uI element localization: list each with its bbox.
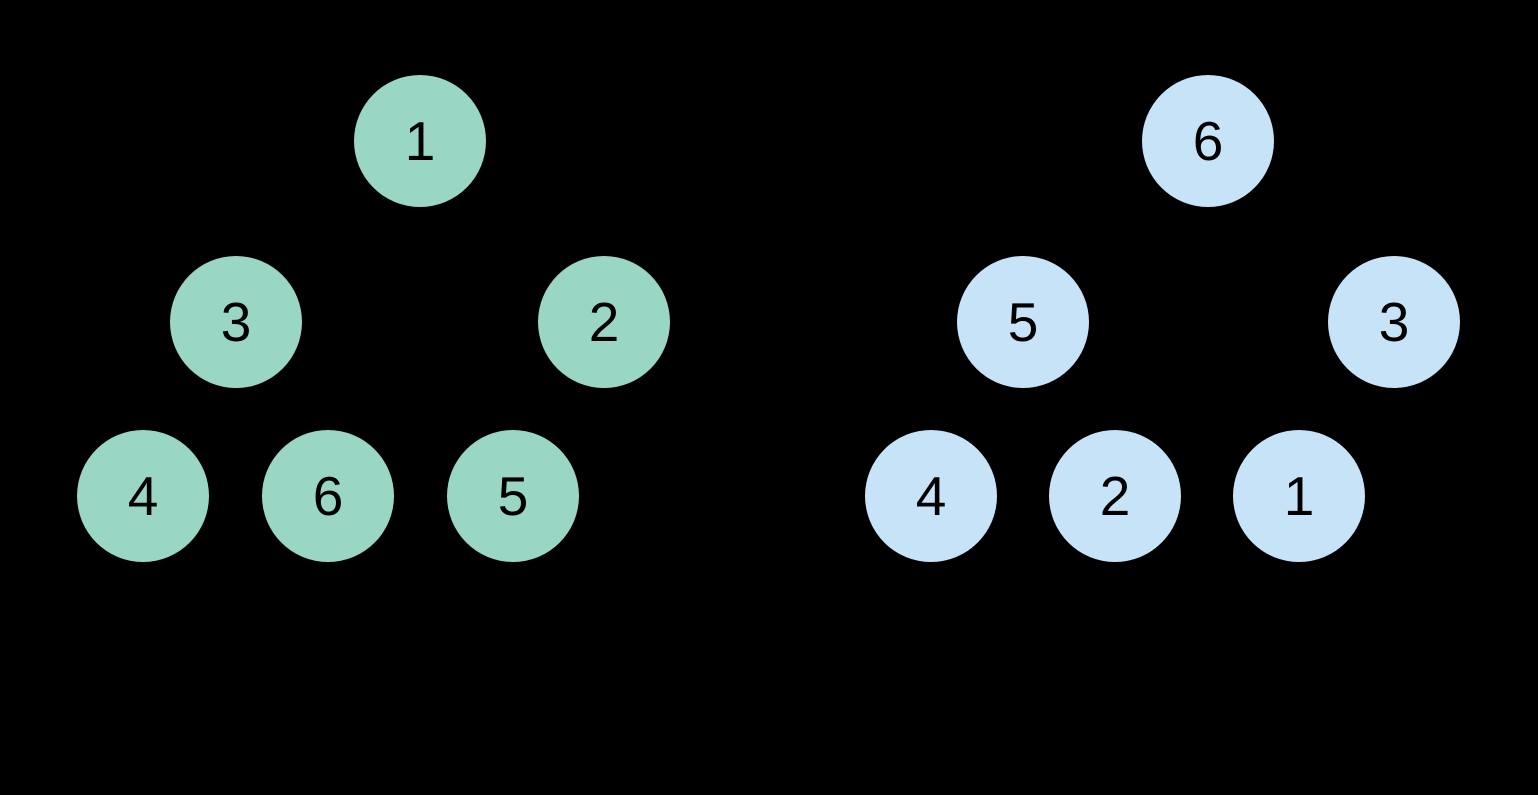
right-tree-node-3: 3 — [1328, 256, 1460, 388]
left-tree-node-5: 5 — [447, 430, 579, 562]
left-tree-node-6: 6 — [262, 430, 394, 562]
right-tree-node-1: 1 — [1233, 430, 1365, 562]
left-tree-node-1: 1 — [354, 75, 486, 207]
left-tree-node-2: 2 — [538, 256, 670, 388]
right-tree-node-5: 5 — [957, 256, 1089, 388]
left-tree-node-4: 4 — [77, 430, 209, 562]
right-tree-node-6: 6 — [1142, 75, 1274, 207]
right-tree-node-4: 4 — [865, 430, 997, 562]
left-tree-node-3: 3 — [170, 256, 302, 388]
right-tree-node-2: 2 — [1049, 430, 1181, 562]
